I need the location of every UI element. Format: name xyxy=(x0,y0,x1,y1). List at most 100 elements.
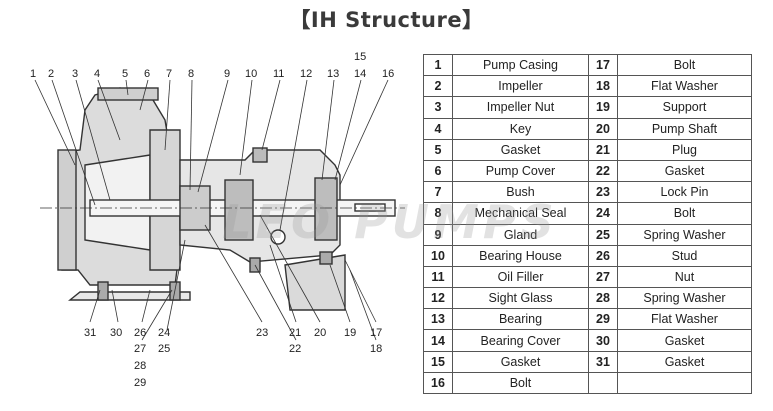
part-number: 1 xyxy=(423,53,453,77)
part-number: 12 xyxy=(423,287,453,310)
part-name: Support xyxy=(617,96,752,119)
callout-20: 20 xyxy=(314,327,326,339)
callout-18: 18 xyxy=(370,343,382,355)
part-name: Gasket xyxy=(452,138,589,161)
part-number xyxy=(588,371,618,395)
part-name: Bearing House xyxy=(452,244,589,267)
part-name: Pump Casing xyxy=(452,53,589,77)
part-number: 25 xyxy=(588,223,618,246)
callout-15: 15 xyxy=(354,51,366,63)
part-name: Bearing xyxy=(452,308,589,331)
part-name xyxy=(617,371,752,395)
part-name: Gasket xyxy=(617,350,752,373)
part-number: 22 xyxy=(588,159,618,183)
part-number: 8 xyxy=(423,202,453,225)
callout-25: 25 xyxy=(158,343,170,355)
top-callouts: 1 2 3 4 5 6 7 8 9 10 11 12 13 14 15 16 xyxy=(30,51,394,80)
part-number: 26 xyxy=(588,244,618,267)
part-name: Gland xyxy=(452,223,589,246)
callout-3: 3 xyxy=(72,68,78,80)
callout-11: 11 xyxy=(273,68,284,80)
callout-28: 28 xyxy=(134,360,146,372)
part-name: Pump Shaft xyxy=(617,117,752,140)
part-name: Sight Glass xyxy=(452,287,589,310)
callout-1: 1 xyxy=(30,68,36,80)
callout-27: 27 xyxy=(134,343,146,355)
part-name: Oil Filler xyxy=(452,265,589,289)
part-number: 29 xyxy=(588,308,618,331)
callout-26: 26 xyxy=(134,327,146,339)
part-number: 19 xyxy=(588,96,618,119)
part-number: 16 xyxy=(423,371,453,395)
part-number: 14 xyxy=(423,329,453,352)
part-number: 24 xyxy=(588,202,618,225)
part-number: 5 xyxy=(423,138,453,161)
part-number: 13 xyxy=(423,308,453,331)
part-number: 30 xyxy=(588,329,618,352)
part-name: Flat Washer xyxy=(617,308,752,331)
part-number: 11 xyxy=(423,265,453,289)
part-name: Spring Washer xyxy=(617,287,752,310)
part-name: Impeller Nut xyxy=(452,96,589,119)
part-name: Stud xyxy=(617,244,752,267)
part-name: Mechanical Seal xyxy=(452,202,589,225)
part-name: Gasket xyxy=(452,350,589,373)
callout-13: 13 xyxy=(327,68,339,80)
part-name: Nut xyxy=(617,265,752,289)
part-name: Bush xyxy=(452,181,589,204)
part-number: 15 xyxy=(423,350,453,373)
part-name: Pump Cover xyxy=(452,159,589,183)
part-name: Lock Pin xyxy=(617,181,752,204)
callout-23: 23 xyxy=(256,327,268,339)
part-name: Flat Washer xyxy=(617,75,752,98)
part-name: Impeller xyxy=(452,75,589,98)
part-name: Key xyxy=(452,117,589,140)
part-name: Bolt xyxy=(617,53,752,77)
callout-31: 31 xyxy=(84,327,96,339)
part-name: Bolt xyxy=(452,371,589,395)
callout-17: 17 xyxy=(370,327,382,339)
callout-14: 14 xyxy=(354,68,366,80)
part-name: Spring Washer xyxy=(617,223,752,246)
part-number: 10 xyxy=(423,244,453,267)
callout-2: 2 xyxy=(48,68,54,80)
callout-6: 6 xyxy=(144,68,150,80)
part-name: Bolt xyxy=(617,202,752,225)
callout-7: 7 xyxy=(166,68,172,80)
callout-24: 24 xyxy=(158,327,170,339)
bottom-callouts: 31 30 26 27 28 29 24 25 23 21 22 20 19 1… xyxy=(84,327,382,389)
part-number: 4 xyxy=(423,117,453,140)
pump-cross-section-drawing: 1 2 3 4 5 6 7 8 9 10 11 12 13 14 15 16 3… xyxy=(30,51,405,389)
oil-filler xyxy=(252,147,268,163)
inlet-flange xyxy=(57,149,77,271)
part-number: 18 xyxy=(588,75,618,98)
part-number: 31 xyxy=(588,350,618,373)
part-name: Gasket xyxy=(617,159,752,183)
part-number: 9 xyxy=(423,223,453,246)
part-number: 7 xyxy=(423,181,453,204)
bearing-right xyxy=(314,177,338,241)
part-number: 6 xyxy=(423,159,453,183)
callout-16: 16 xyxy=(382,68,394,80)
part-number: 23 xyxy=(588,181,618,204)
callout-10: 10 xyxy=(245,68,257,80)
callout-30: 30 xyxy=(110,327,122,339)
bearing-left xyxy=(224,179,254,241)
callout-4: 4 xyxy=(94,68,100,80)
part-number: 28 xyxy=(588,287,618,310)
callout-5: 5 xyxy=(122,68,128,80)
callout-29: 29 xyxy=(134,377,146,389)
